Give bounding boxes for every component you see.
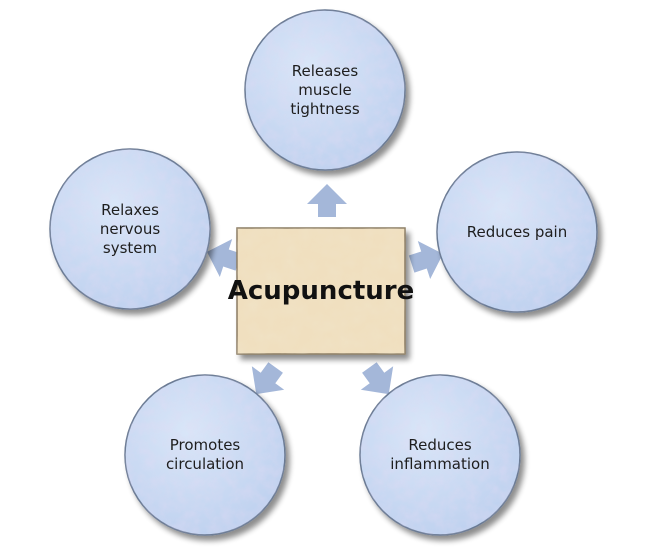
node-right-circle xyxy=(436,151,598,313)
arrow-to-top xyxy=(307,184,347,217)
node-bottom-left-circle xyxy=(124,374,286,536)
node-bottom-right-circle xyxy=(359,374,521,536)
node-top-circle xyxy=(244,9,406,171)
center-title: Acupuncture xyxy=(227,276,415,306)
arrow-to-bottom-right xyxy=(360,362,394,395)
arrow-to-left xyxy=(206,238,242,278)
node-left-circle xyxy=(49,148,211,310)
center-box xyxy=(236,227,406,355)
arrow-to-right xyxy=(408,240,444,280)
arrow-to-bottom-left xyxy=(251,362,285,395)
